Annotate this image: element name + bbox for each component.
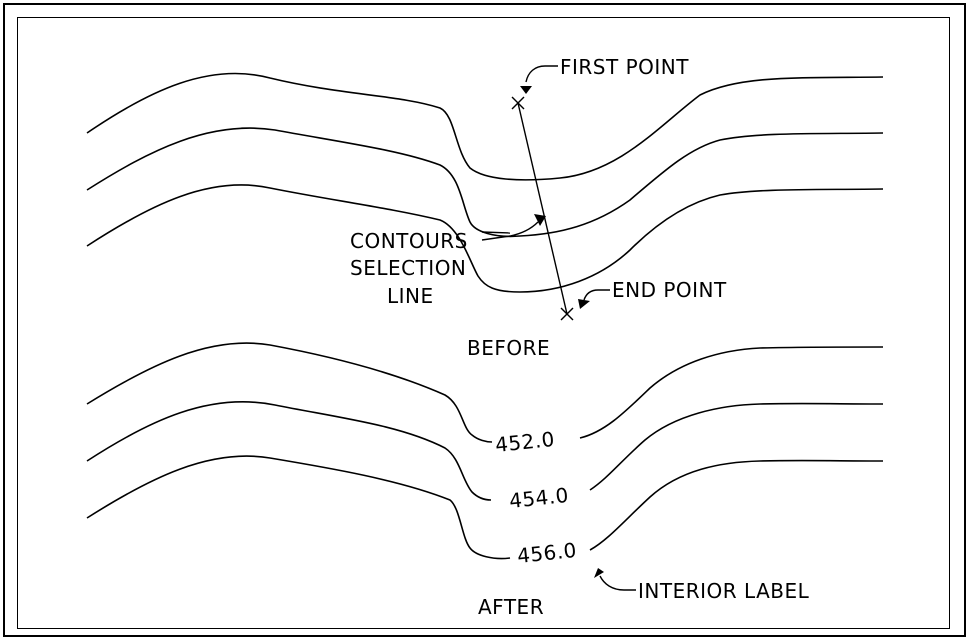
first-point-arrowhead	[520, 86, 532, 94]
before-contour-3	[86, 184, 884, 293]
contours-leader-1	[481, 231, 511, 234]
interior-label-leader	[599, 575, 636, 591]
before-contour-2	[86, 127, 884, 238]
drawing-inner-border	[17, 17, 950, 629]
before-contour-1	[86, 72, 884, 181]
first-point-leader	[525, 65, 558, 83]
line-label: LINE	[387, 284, 434, 308]
end-point-leader	[583, 289, 610, 301]
after-label: AFTER	[478, 595, 544, 619]
after-contour-1-right	[579, 346, 884, 439]
after-contour-2	[86, 401, 492, 501]
selection-label: SELECTION	[350, 256, 466, 280]
contours-leader-2	[481, 235, 511, 241]
interior-label-arrowhead	[594, 568, 604, 578]
after-contour-1	[86, 342, 493, 443]
end-point-marker	[560, 307, 574, 321]
after-contour-2-right	[589, 402, 884, 491]
drawing-frame	[3, 3, 966, 637]
contours-arrowhead	[534, 214, 546, 226]
after-contour-3-right	[589, 459, 884, 551]
first-point-label: FIRST POINT	[560, 55, 689, 79]
contour-value-452: 452.0	[494, 427, 556, 457]
end-point-arrowhead	[578, 299, 590, 309]
first-point-marker	[511, 96, 525, 110]
selection-line	[517, 102, 568, 315]
contour-value-454: 454.0	[508, 483, 570, 513]
contours-leader-3	[509, 221, 539, 237]
after-contour-3	[86, 455, 511, 560]
contours-label: CONTOURS	[350, 229, 468, 253]
end-point-label: END POINT	[612, 278, 727, 302]
interior-label-text: INTERIOR LABEL	[638, 579, 810, 603]
before-label: BEFORE	[467, 336, 550, 360]
contour-value-456: 456.0	[516, 538, 578, 568]
